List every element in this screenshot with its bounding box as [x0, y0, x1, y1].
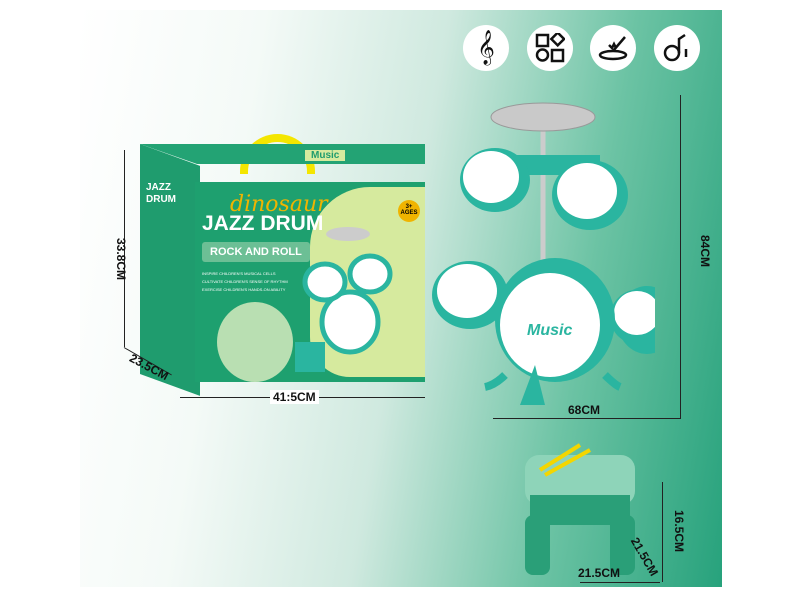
- drum-kit: [432, 102, 655, 405]
- drum-width-label: 68CM: [568, 403, 601, 417]
- stool: [525, 443, 635, 575]
- shapes-icon: [527, 25, 573, 71]
- product-box: Music JAZZ DRUM dinosaur JAZZ DRUM ROCK …: [140, 134, 425, 396]
- treble-clef-icon: 𝄞: [463, 25, 509, 71]
- box-title-script: dinosaur: [230, 192, 328, 217]
- drum-hit-icon: [590, 25, 636, 71]
- drum-height-label: 84CM: [698, 235, 712, 268]
- bass-drum-label: Music: [527, 322, 573, 339]
- box-bullet: INSPIRE CHILDREN'S MUSICAL CELLS: [202, 271, 276, 276]
- music-note-icon: [654, 25, 700, 71]
- box-title: JAZZ DRUM: [202, 212, 324, 235]
- box-subtitle: ROCK AND ROLL: [202, 242, 310, 262]
- box-side-title: JAZZ DRUM: [146, 182, 176, 205]
- box-illustration: [217, 227, 393, 382]
- box-bullet: CULTIVATE CHILDREN'S SENSE OF RHYTHM: [202, 279, 288, 284]
- stool-width-label: 21.5CM: [578, 566, 621, 580]
- box-top-label: Music: [305, 150, 346, 161]
- stool-height-label: 16.5CM: [672, 510, 686, 553]
- box-height-label: 33.8CM: [114, 238, 128, 281]
- age-badge: 3+ AGES: [398, 200, 420, 222]
- box-bullet: EXERCISE CHILDREN'S HANDS-ON ABILITY: [202, 287, 286, 292]
- box-width-label: 41:5CM: [270, 390, 319, 404]
